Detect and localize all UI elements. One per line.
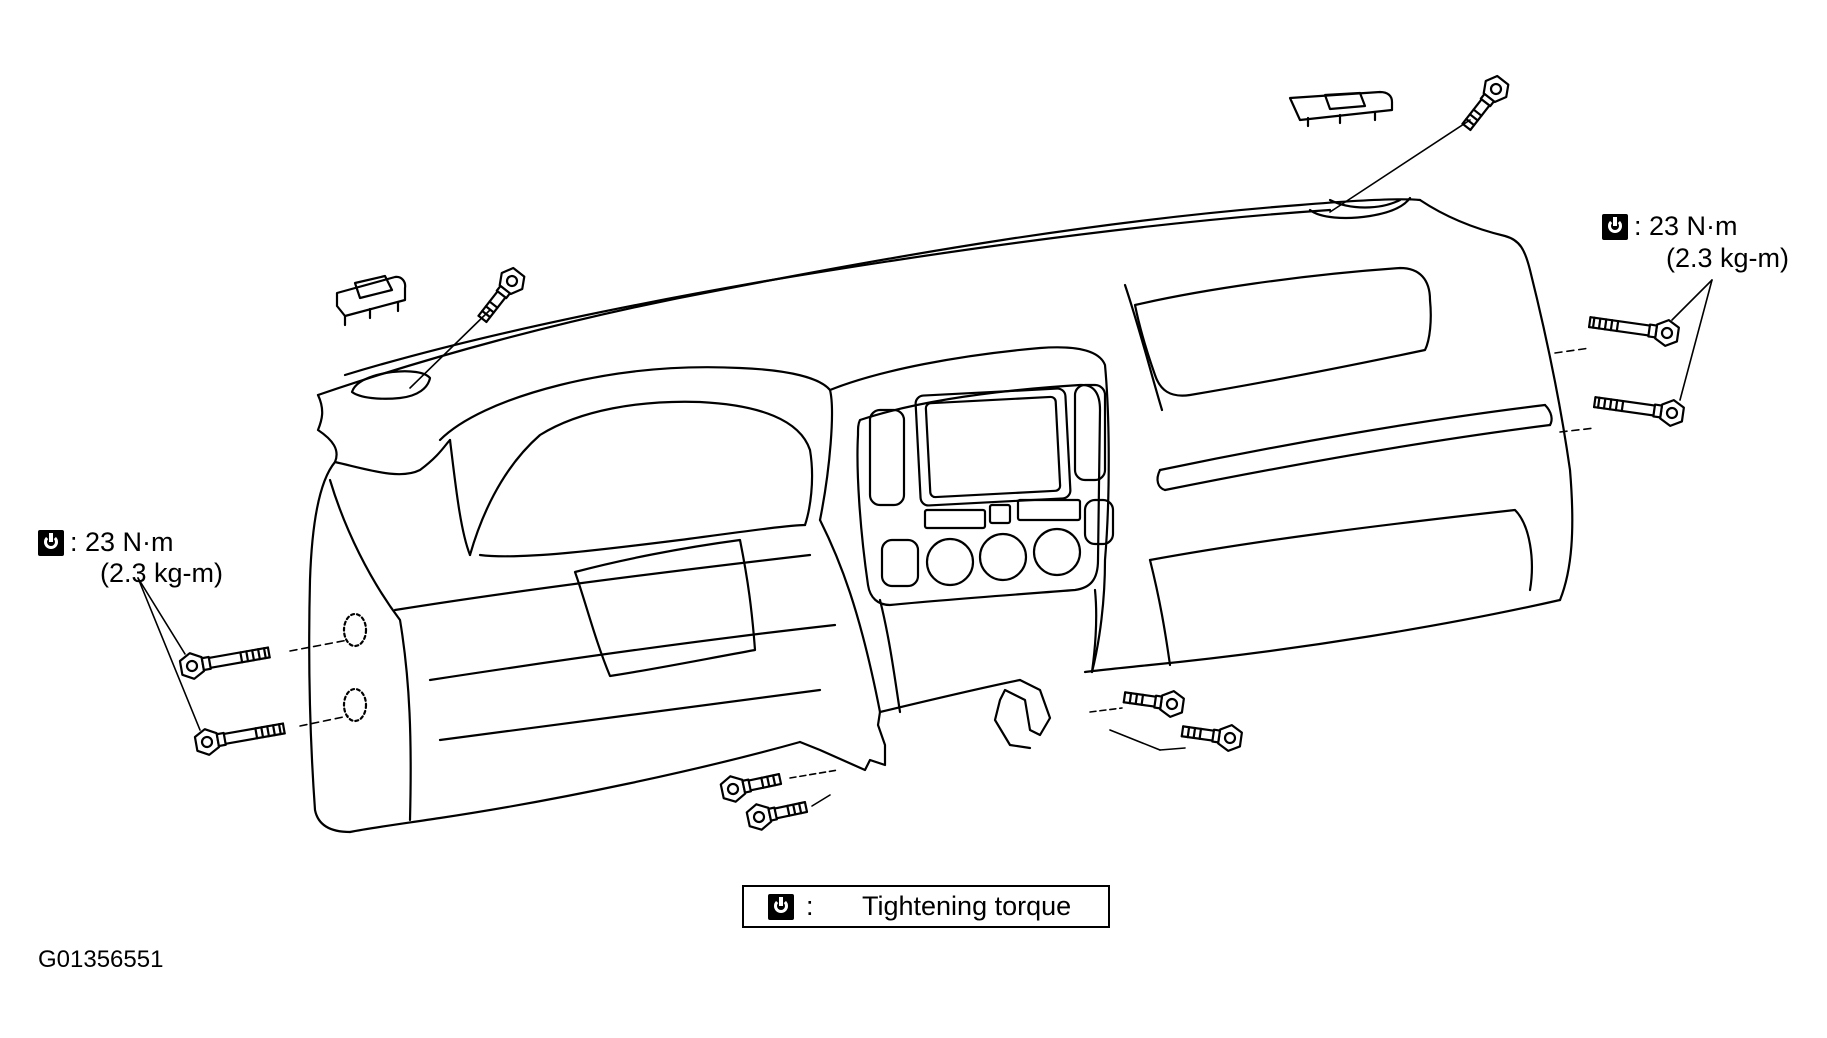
- bolt-right-lower: [1591, 388, 1686, 429]
- left-torque-alt-value: (2.3 kg-m): [100, 558, 224, 588]
- defroster-cover-right: [1288, 90, 1394, 128]
- defroster-cover-left: [335, 274, 407, 327]
- legend-separator: :: [806, 891, 814, 921]
- bolt-right-upper: [1586, 308, 1681, 349]
- left-torque-value: : 23 N·m: [70, 527, 174, 557]
- bolt-left-lower: [192, 714, 288, 758]
- figure-id: G01356551: [38, 946, 164, 973]
- right-torque-value: : 23 N·m: [1634, 211, 1738, 241]
- torque-wrench-icon: [1602, 214, 1628, 240]
- legend-box: : Tightening torque: [742, 885, 1110, 928]
- legend-text: Tightening torque: [862, 891, 1072, 921]
- bolt-bottom-right-upper: [1121, 683, 1186, 720]
- right-torque-alt-value: (2.3 kg-m): [1666, 243, 1790, 273]
- bolt-top-right: [1455, 71, 1515, 136]
- torque-wrench-icon: [768, 894, 794, 920]
- torque-wrench-icon: [38, 530, 64, 556]
- bolt-left-upper: [177, 638, 273, 682]
- bolt-bottom-left-upper: [718, 765, 784, 806]
- bolt-top-left: [471, 263, 531, 328]
- bolt-bottom-right-lower: [1179, 717, 1244, 754]
- instrument-panel: [308, 196, 1574, 834]
- bolt-bottom-left-lower: [744, 793, 810, 834]
